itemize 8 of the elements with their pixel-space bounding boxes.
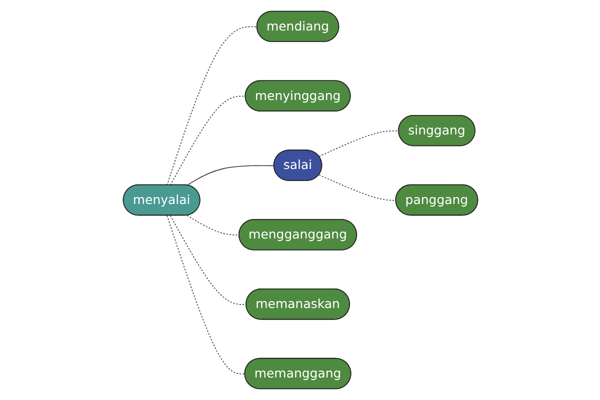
connector (186, 215, 240, 236)
connector (318, 174, 396, 201)
connector (166, 215, 245, 374)
connector (318, 130, 399, 157)
connector (186, 165, 274, 186)
connector (170, 215, 246, 305)
connector (166, 26, 258, 186)
connector (170, 96, 246, 186)
